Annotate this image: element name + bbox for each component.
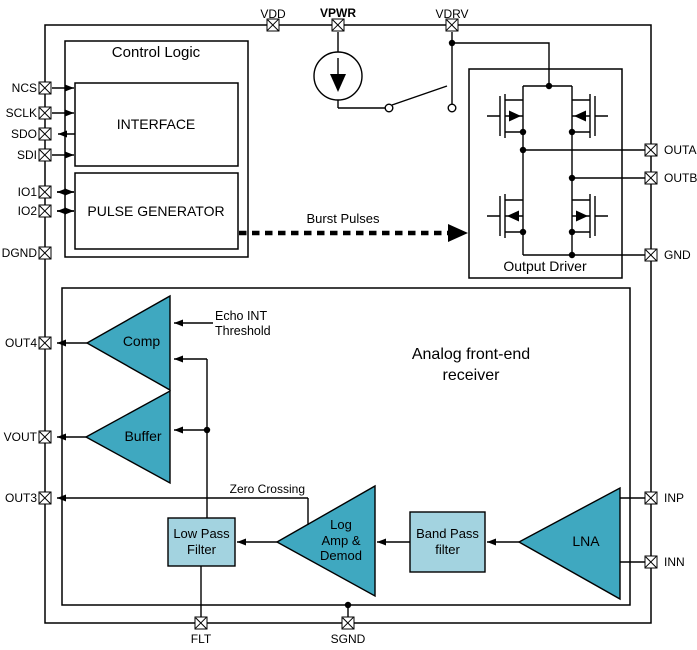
pin-label-vdrv: VDRV xyxy=(435,7,469,21)
pin-label-io1: IO1 xyxy=(17,185,37,199)
pulse-generator-label: PULSE GENERATOR xyxy=(87,203,225,219)
pin-dgnd xyxy=(38,246,52,260)
pin-out4 xyxy=(38,336,52,350)
buffer-label: Buffer xyxy=(124,428,162,444)
pin-label-io2: IO2 xyxy=(17,204,37,218)
pin-inn xyxy=(644,555,658,569)
vdrv-feed-wire xyxy=(448,32,553,104)
pin-sdi xyxy=(38,148,52,162)
afe-blocks xyxy=(84,294,621,601)
pin-label-out3: OUT3 xyxy=(4,491,37,505)
pin-outa xyxy=(644,143,658,157)
pin-label-inn: INN xyxy=(664,555,685,569)
pin-sclk xyxy=(38,106,52,120)
band-pass-filter-label: Band Pass filter xyxy=(416,526,479,557)
mosfet-bottom-left xyxy=(487,194,523,238)
comp-triangle xyxy=(85,294,171,392)
burst-pulses-arrow xyxy=(239,224,468,242)
pin-gnd xyxy=(644,248,658,262)
echo-int-threshold-label: Echo INT Threshold xyxy=(215,309,271,338)
pin-vdd xyxy=(266,18,280,32)
control-logic-title: Control Logic xyxy=(111,44,201,61)
pin-label-vpwr: VPWR xyxy=(320,6,356,20)
pin-out3 xyxy=(38,491,52,505)
pin-label-sdo: SDO xyxy=(10,127,37,141)
interface-label: INTERFACE xyxy=(116,116,196,132)
current-source xyxy=(313,32,385,109)
pin-label-sgnd: SGND xyxy=(330,632,366,646)
pin-inp xyxy=(644,491,658,505)
low-pass-filter-label: Low Pass Filter xyxy=(173,526,230,557)
low-pass-filter-box xyxy=(167,517,236,567)
pin-label-ncs: NCS xyxy=(11,81,37,95)
pin-label-vdd: VDD xyxy=(260,7,286,21)
log-amp-demod-triangle xyxy=(275,484,376,598)
pin-label-out4: OUT4 xyxy=(4,336,37,350)
pin-sgnd xyxy=(341,616,355,630)
afe-receiver-title: Analog front-end receiver xyxy=(411,346,531,384)
comp-label: Comp xyxy=(122,333,161,349)
mosfet-top-left xyxy=(487,94,523,138)
afe-wires xyxy=(57,319,645,617)
burst-pulses-label: Burst Pulses xyxy=(306,211,380,226)
mosfet-bottom-right xyxy=(572,194,608,238)
pin-label-inp: INP xyxy=(664,491,685,505)
pin-label-gnd: GND xyxy=(664,248,691,262)
pin-label-outb: OUTB xyxy=(664,171,697,185)
output-driver xyxy=(468,68,645,279)
pin-sdo xyxy=(38,127,52,141)
pin-label-dgnd: DGND xyxy=(1,246,37,260)
mode-switch xyxy=(384,85,457,113)
lna-triangle xyxy=(517,486,621,601)
pin-outb xyxy=(644,171,658,185)
pin-label-sdi: SDI xyxy=(16,148,37,162)
zero-crossing-label: Zero Crossing xyxy=(229,482,305,496)
buffer-triangle xyxy=(84,389,171,485)
pin-vdrv xyxy=(445,18,459,32)
pin-vout xyxy=(38,430,52,444)
control-logic-box xyxy=(64,40,249,258)
pin-label-flt: FLT xyxy=(190,632,212,646)
pin-ncs xyxy=(38,81,52,95)
output-driver-label: Output Driver xyxy=(503,258,587,274)
lna-label: LNA xyxy=(572,533,600,549)
pin-vpwr xyxy=(331,18,345,32)
mosfet-top-right xyxy=(572,94,608,138)
pin-label-vout: VOUT xyxy=(3,430,37,444)
pin-label-sclk: SCLK xyxy=(5,106,37,120)
pin-io2 xyxy=(38,204,52,218)
pin-flt xyxy=(194,616,208,630)
spi-io-wires xyxy=(52,84,75,215)
junction-dots xyxy=(519,128,576,259)
pin-io1 xyxy=(38,185,52,199)
pin-label-outa: OUTA xyxy=(664,143,697,157)
log-amp-demod-label: Log Amp & Demod xyxy=(320,517,362,563)
